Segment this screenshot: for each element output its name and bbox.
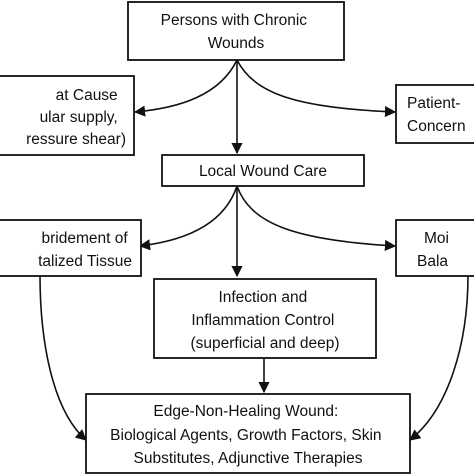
node-infection-text: Infection and Inflammation Control (supe… [190, 289, 339, 352]
node-top-line-1: Persons with Chronic [161, 12, 308, 29]
node-left1-line-1: at Cause [56, 87, 118, 104]
node-bottom: Edge-Non-Healing Wound: Biological Agent… [85, 393, 411, 474]
node-infection-box [153, 278, 377, 359]
node-infection-line-3: (superficial and deep) [190, 335, 339, 352]
connectors [39, 59, 469, 441]
node-top-text: Persons with Chronic Wounds [161, 12, 312, 52]
node-top: Persons with Chronic Wounds [127, 1, 345, 61]
node-bottom-line-1: Edge-Non-Healing Wound: [153, 403, 338, 420]
node-left2-box [0, 219, 142, 277]
node-left1-line-2: ular supply, [40, 109, 118, 126]
node-left1-text: at Cause ular supply, ressure shear) [26, 87, 126, 148]
node-left2-line-1: bridement of [42, 230, 129, 247]
node-right1-line-2: Concern [407, 118, 466, 135]
node-right1-line-1: Patient- [407, 95, 460, 112]
node-bottom-line-3: Substitutes, Adjunctive Therapies [134, 450, 363, 467]
node-infection-line-1: Infection and [218, 289, 307, 306]
node-infection: Infection and Inflammation Control (supe… [153, 278, 377, 359]
node-right1-text: Patient- Concern [407, 95, 466, 135]
edge-center-to-right2 [236, 185, 397, 252]
node-right1-box [395, 84, 474, 144]
node-right2-line-1: Moi [424, 230, 449, 247]
node-bottom-text: Edge-Non-Healing Wound: Biological Agent… [110, 403, 386, 467]
node-center-text: Local Wound Care [199, 163, 327, 180]
node-bottom-line-2: Biological Agents, Growth Factors, Skin [110, 427, 381, 444]
edge-center-to-left2 [138, 185, 238, 251]
node-center-line-1: Local Wound Care [199, 163, 327, 180]
node-right2-text: Moi Bala [417, 230, 453, 270]
node-top-line-2: Wounds [208, 35, 265, 52]
node-bottom-box [85, 393, 411, 474]
node-left2: bridement of talized Tissue [0, 219, 142, 277]
node-right2-line-2: Bala [417, 253, 448, 270]
node-left1-box [0, 75, 135, 156]
node-top-box [127, 1, 345, 61]
node-left2-line-2: talized Tissue [38, 253, 132, 270]
node-left1-line-3: ressure shear) [26, 131, 126, 148]
node-right2-box [395, 219, 474, 277]
node-center: Local Wound Care [161, 154, 365, 187]
node-right2: Moi Bala [395, 219, 474, 277]
node-left1: at Cause ular supply, ressure shear) [0, 75, 135, 156]
edge-top-to-right1 [236, 59, 397, 118]
edge-top-to-left1 [133, 59, 238, 117]
node-left2-text: bridement of talized Tissue [38, 230, 132, 270]
edge-left2-to-bottom [39, 274, 87, 441]
node-right1: Patient- Concern [395, 84, 474, 144]
node-infection-line-2: Inflammation Control [191, 312, 334, 329]
node-center-box [161, 154, 365, 187]
edge-right2-to-bottom [409, 274, 469, 441]
